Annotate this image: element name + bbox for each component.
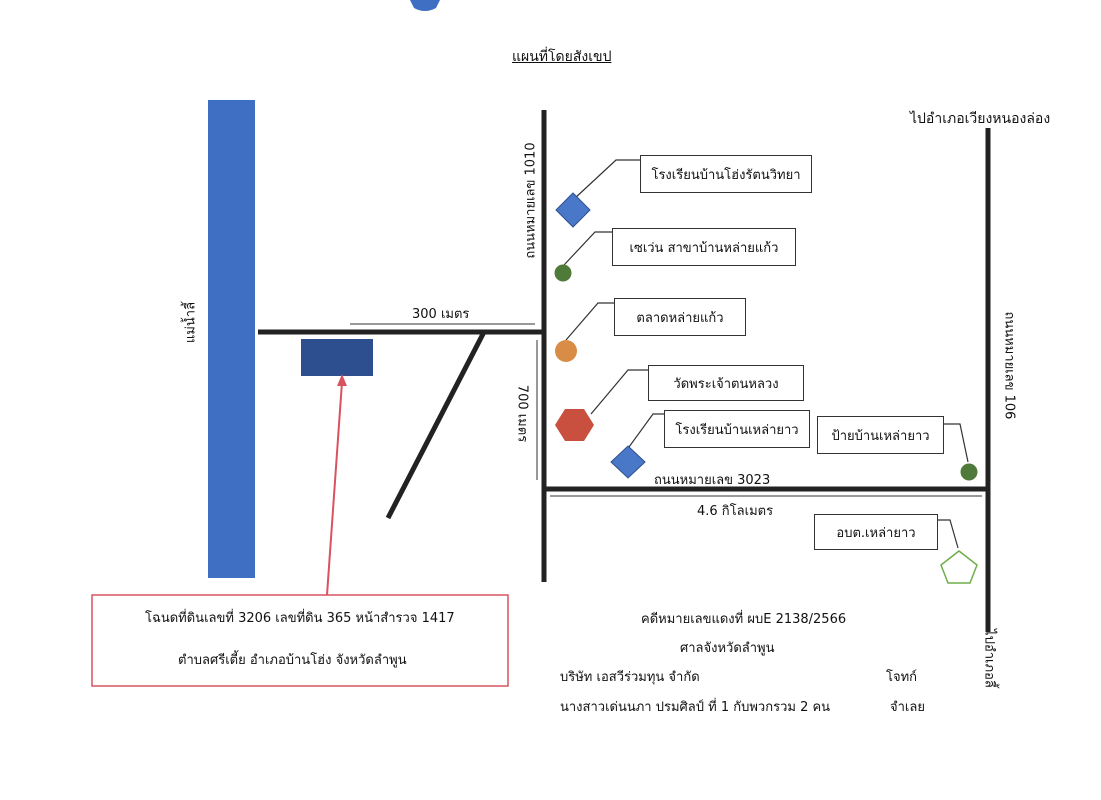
road-diagonal [385,330,487,520]
seven-eleven-label: เซเว่น สาขาบ้านหล่ายแก้ว [612,228,796,266]
defendant-role: จำเลย [890,700,925,715]
school-hong-label: โรงเรียนบ้านโฮ่งรัตนวิทยา [640,155,812,193]
temple-marker [555,409,594,441]
case-number: คดีหมายเลขแดงที่ ผบE 2138/2566 [641,612,847,627]
court-name: ศาลจังหวัดลำพูน [680,641,775,656]
to-li-label: ไปอำเภอลี้ [981,629,997,688]
deed-line-1: โฉนดที่ดินเลขที่ 3206 เลขที่ดิน 365 หน้า… [145,611,455,626]
deed-box-border [91,594,509,687]
dist-300-label: 300 เมตร [412,307,470,322]
sign-laoyao-label: ป้ายบ้านเหล่ายาว [817,416,944,454]
school-hong-marker [555,192,591,228]
leader-school-hong [573,159,640,200]
sign-laoyao-marker [960,463,978,481]
top-mark [410,0,440,11]
to-wiang-nong-long-label: ไปอำเภอเวียงหนองล่อง [910,111,1051,127]
leader-sign [944,423,969,463]
road-3023-label: ถนนหมายเลข 3023 [654,473,771,488]
sao-laoyao-marker [940,550,978,584]
dist-46-label: 4.6 กิโลเมตร [697,504,774,519]
leader-seven [563,231,612,266]
river-label: แม่น้ำลี้ [183,301,199,344]
sao-laoyao-label: อบต.เหล่ายาว [814,514,938,550]
leader-sao [938,519,959,549]
deed-line-2: ตำบลศรีเตี้ย อำเภอบ้านโฮ่ง จังหวัดลำพูน [178,653,407,668]
leader-temple [590,369,648,415]
leader-market [565,302,614,341]
seven-eleven-marker [554,264,572,282]
map-title: แผนที่โดยสังเขป [512,49,612,65]
dist-700-label: 700 เมตร [514,384,530,443]
temple-label: วัดพระเจ้าตนหลวง [648,365,804,401]
land-plot [301,339,373,376]
defendant: นางสาวเด่นนภา ปรมศิลป์ ที่ 1 กับพวกรวม 2… [560,700,831,715]
plaintiff: บริษัท เอสวีร่วมทุน จำกัด [560,670,700,685]
school-laoyao-marker [610,445,646,479]
plot-arrow-head [337,374,347,386]
market-marker [555,340,577,362]
road-1010-label: ถนนหมายเลข 1010 [523,142,539,259]
leader-school-laoyao [628,413,664,448]
school-laoyao-label: โรงเรียนบ้านเหล่ายาว [664,410,810,448]
plaintiff-role: โจทก์ [886,670,918,685]
market-label: ตลาดหล่ายแก้ว [614,298,746,336]
plot-arrow [326,381,343,596]
road-106-label: ถนนหมายเลข 106 [1001,311,1017,420]
river [208,100,255,578]
